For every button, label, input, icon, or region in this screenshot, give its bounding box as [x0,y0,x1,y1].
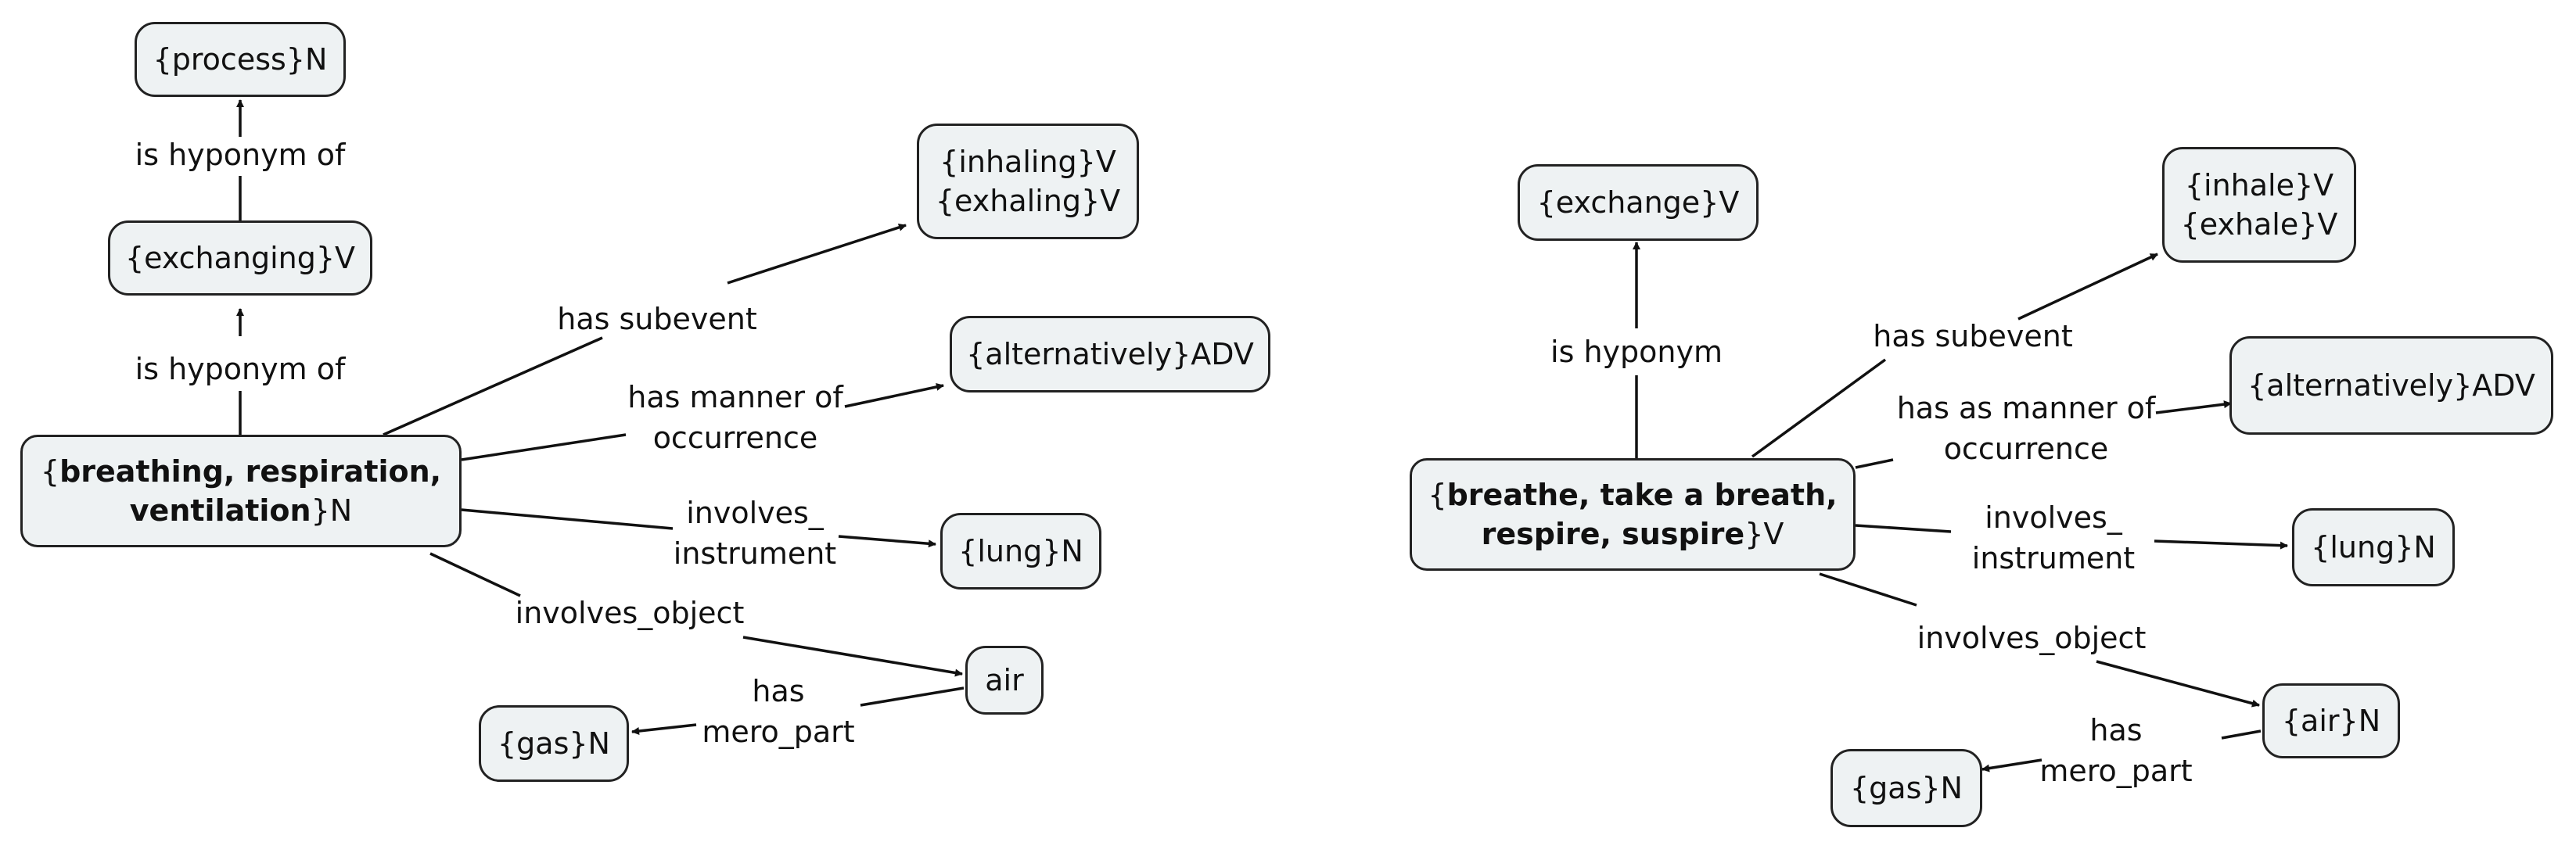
rel-hyponym-top: is hyponym of [135,138,346,172]
rel-r-mero: has mero_part [2039,713,2193,788]
gas-right-label: {gas}N [1850,771,1963,805]
rel-manner: has manner of occurrence [627,380,843,455]
node-alternatively-right: {alternatively}ADV [2229,336,2553,435]
node-exchange: {exchange}V [1518,164,1759,241]
edge-r-object [1819,572,1917,607]
rel-r-object: involves_object [1917,621,2147,655]
node-air-left: air [965,646,1044,715]
edge-r-manner [1855,458,1894,469]
rel-subevent: has subevent [557,302,757,336]
edge-mero [860,686,965,707]
alternatively-right-label: {alternatively}ADV [2247,368,2535,403]
node-exchanging-label: {exchanging}V [124,241,356,275]
exhale-label: {exhale}V [2180,207,2338,242]
node-exchanging: {exchanging}V [108,220,372,296]
gas-left-label: {gas}N [498,726,610,761]
edge-instrument [461,508,674,530]
rel-hyponym-bottom: is hyponym of [135,352,346,386]
main-right-line-2: respire, suspire}V [1481,517,1784,551]
node-gas-left: {gas}N [479,705,629,782]
edge-r-subevent [1751,358,1887,458]
rel-instrument: involves_ instrument [673,496,837,571]
node-main-right: {breathe, take a breath, respire, suspir… [1410,458,1856,571]
rel-r-hyponym: is hyponym [1550,335,1723,369]
air-left-label: air [985,663,1024,697]
node-exchange-label: {exchange}V [1536,185,1740,220]
main-right-line-1: {breathe, take a breath, [1428,478,1838,512]
rel-r-subevent: has subevent [1873,319,2073,353]
rel-object: involves_object [515,596,745,630]
lung-left-label: {lung}N [958,534,1083,568]
rel-r-manner: has as manner of occurrence [1896,391,2156,466]
node-lung-right: {lung}N [2292,508,2455,586]
alternatively-left-label: {alternatively}ADV [966,337,1254,371]
node-gas-right: {gas}N [1831,749,1982,827]
rel-r-instrument: involves_ instrument [1971,500,2136,575]
node-inhaling-exhaling: {inhaling}V {exhaling}V [917,124,1139,239]
edge-r-instrument [1855,524,1952,533]
main-left-line-2: ventilation}N [129,493,353,528]
node-process-label: {process}N [153,42,328,77]
edge-manner [461,433,627,461]
exhaling-label: {exhaling}V [935,184,1121,218]
main-left-line-1: {breathing, respiration, [40,454,442,489]
node-process: {process}N [135,22,346,97]
edge-r-mero [2221,729,2262,740]
inhale-label: {inhale}V [2184,168,2334,202]
node-alternatively-left: {alternatively}ADV [950,316,1270,392]
node-main-left: {breathing, respiration, ventilation}N [20,435,462,547]
node-lung-left: {lung}N [940,513,1101,590]
node-inhale-exhale: {inhale}V {exhale}V [2162,147,2356,263]
edge-object [429,552,521,597]
rel-mero: has mero_part [702,674,855,749]
node-air-right: {air}N [2262,683,2400,758]
lung-right-label: {lung}N [2311,530,2436,564]
air-right-label: {air}N [2281,704,2381,738]
inhaling-label: {inhaling}V [940,145,1116,179]
edge-subevent [383,336,603,436]
